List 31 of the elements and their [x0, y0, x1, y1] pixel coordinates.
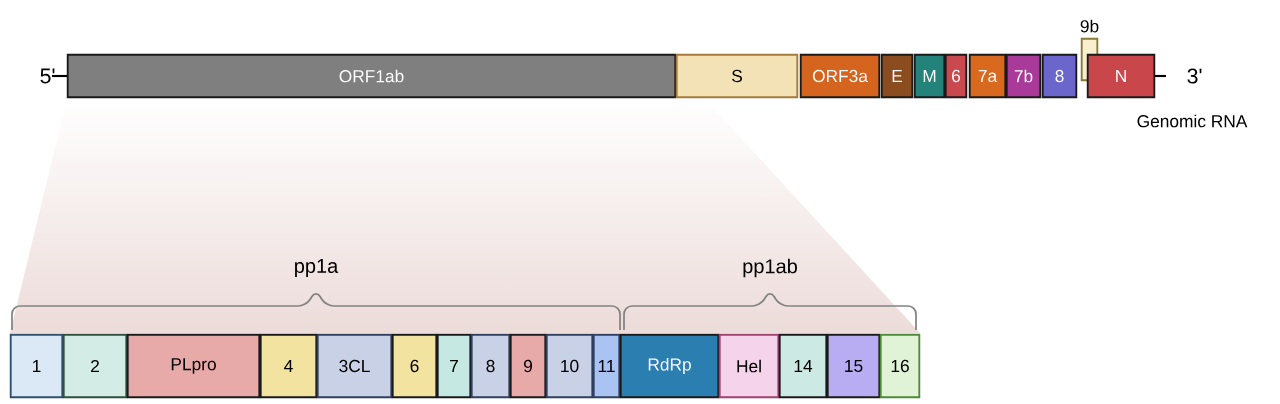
gene-box: 6: [944, 53, 968, 99]
protein-box: 2: [62, 333, 128, 399]
protein-box: 9: [509, 333, 547, 399]
protein-box: 7: [436, 333, 472, 399]
protein-box: RdRp: [619, 333, 720, 399]
gene-box: M: [913, 53, 946, 99]
gene-box: ORF3a: [799, 53, 881, 99]
node-label: 9b: [1080, 19, 1099, 33]
gene-box: ORF1ab: [66, 53, 677, 99]
gene-box: S: [675, 53, 799, 99]
protein-box: 15: [826, 333, 881, 399]
gene-box: 7b: [1005, 53, 1042, 99]
gene-box: 7a: [968, 53, 1007, 99]
protein-box: 1: [9, 333, 64, 399]
polyprotein-label: pp1ab: [743, 258, 797, 278]
protein-box: 6: [391, 333, 438, 399]
gene-box: E: [880, 53, 914, 99]
protein-box: 11: [592, 333, 621, 399]
protein-box: 4: [259, 333, 318, 399]
protein-box: 8: [470, 333, 511, 399]
gene-box: 8: [1041, 53, 1078, 99]
gene-box: N: [1086, 53, 1156, 99]
end-label: 3': [1187, 68, 1202, 84]
protein-box: 14: [778, 333, 828, 399]
protein-box: 16: [879, 333, 921, 399]
protein-box: 3CL: [316, 333, 393, 399]
protein-box: Hel: [718, 333, 780, 399]
protein-box: PLpro: [126, 333, 261, 399]
protein-box: 10: [545, 333, 594, 399]
polyprotein-label: pp1a: [295, 259, 339, 277]
rna-label: Genomic RNA: [1137, 114, 1248, 128]
